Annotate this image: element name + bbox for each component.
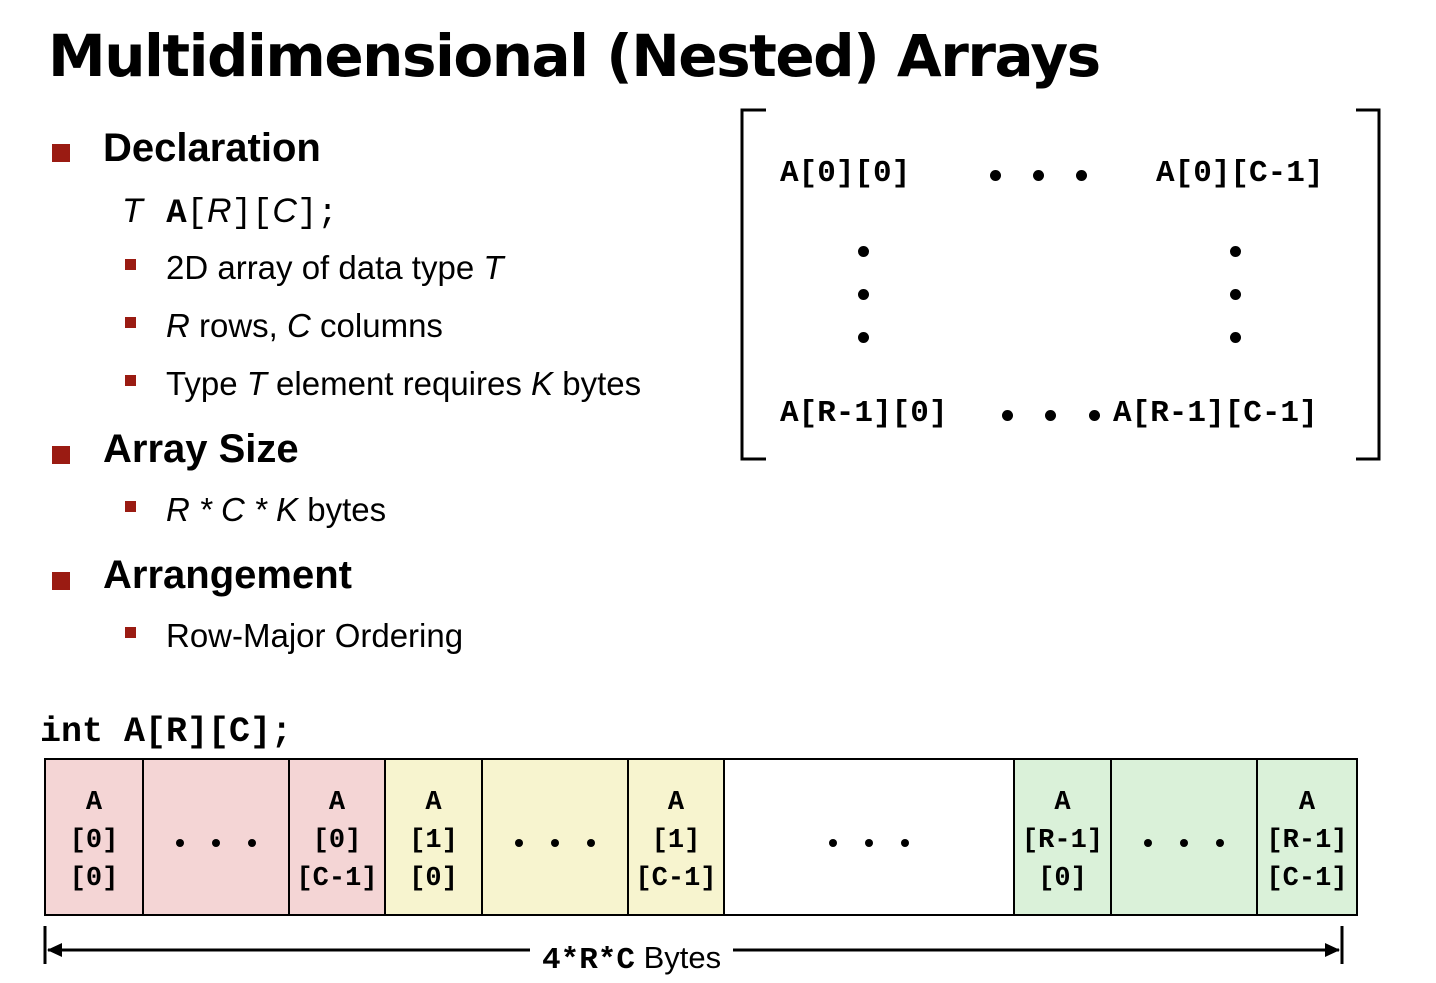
heading-array-size: Array Size [103,427,299,471]
strip-cell: A [0] [C-1] [288,758,386,916]
heading-declaration: Declaration [103,126,321,170]
matrix-cell-bottom-right: A[R-1][C-1] [1113,396,1318,431]
decl-type: T [122,192,143,230]
strip-ellipsis-cell [1110,758,1258,916]
strip-ellipsis-cell [481,758,629,916]
ellipsis-dot [901,838,909,847]
decl-close2: ]; [296,195,338,233]
ellipsis-dot [858,246,869,257]
ellipsis-dot [858,289,869,300]
strip-cell-label: A [0] [0] [69,788,119,894]
item-italic: K [531,365,554,402]
ellipsis-dot [865,838,873,847]
arrangement-item-1: Row-Major Ordering [166,617,464,654]
sub-bullet-square-icon [125,317,136,328]
ellipsis-dot [1230,246,1241,257]
item-text: rows, [189,307,288,344]
ellipsis-dot [1089,410,1100,421]
strip-cell: A [0] [0] [44,758,144,916]
item-text: columns [310,307,443,344]
c-declaration: int A[R][C]; [40,712,293,752]
item-italic: T [246,365,267,402]
strip-ellipsis-cell [723,758,1015,916]
ellipsis-dot [1230,332,1241,343]
strip-ellipsis-cell [142,758,290,916]
ellipsis-dot [551,838,559,847]
declaration-item-3: Type T element requires K bytes [166,365,641,403]
arrow-left-head-icon [47,943,62,957]
ellipsis-icon [1112,822,1256,859]
item-italic: C [287,307,311,344]
bullet-square-icon [52,572,70,590]
ellipsis-dot [1216,838,1224,847]
strip-cell-label: A [R-1] [C-1] [1266,788,1348,894]
matrix-diagram: A[0][0] A[0][C-1] A[R-1][0] A[R-1][C-1] [740,108,1382,462]
ellipsis-dot [1045,410,1056,421]
left-bracket [740,108,766,461]
sub-bullet-square-icon [125,627,136,638]
ellipsis-dot [176,838,184,847]
bullet-square-icon [52,446,70,464]
item-italic: R [166,307,190,344]
decl-close1: ] [231,195,253,233]
ellipsis-dot [858,332,869,343]
size-text: Bytes [635,940,722,975]
strip-cell: A [1] [C-1] [627,758,725,916]
strip-cell-label: A [R-1] [0] [1021,788,1103,894]
heading-arrangement: Arrangement [103,553,352,597]
size-label: 4*R*C Bytes [530,940,734,978]
item-text: bytes [298,491,387,528]
ellipsis-dot [212,838,220,847]
arrow-right-head-icon [1325,943,1340,957]
ellipsis-dot [990,170,1001,181]
item-italic: R * C * K [166,491,299,528]
declaration-item-2: R rows, C columns [166,307,443,345]
ellipsis-icon [483,822,627,859]
strip-cell-label: A [1] [0] [409,788,458,894]
size-code: 4*R*C [542,943,636,978]
ellipsis-dot [1076,170,1087,181]
array-size-item-1: R * C * K bytes [166,491,386,529]
ellipsis-dot [1180,838,1188,847]
ellipsis-dot [1002,410,1013,421]
declaration-item-1: 2D array of data type T [166,249,504,287]
matrix-cell-top-right: A[0][C-1] [1156,156,1324,191]
item-text: bytes [553,365,642,402]
ellipsis-dot [515,838,523,847]
matrix-cell-top-left: A[0][0] [780,156,911,191]
decl-open1: [ [186,195,208,233]
sub-bullet-square-icon [125,375,136,386]
ellipsis-icon [144,822,288,859]
declaration-code: T A[R][C]; [122,192,338,233]
item-text: element requires [266,365,532,402]
memory-layout-strip: A [0] [0] A [0] [C-1] A [1] [0] A [1] [C-1]… [44,758,1358,916]
decl-open2: [ [252,195,273,233]
strip-cell-label: A [1] [C-1] [635,788,717,894]
ellipsis-dot [248,838,256,847]
sub-bullet-square-icon [125,501,136,512]
strip-cell: A [R-1] [0] [1013,758,1112,916]
ellipsis-dot [1033,170,1044,181]
ellipsis-dot [1144,838,1152,847]
decl-rows: R [207,192,232,230]
ellipsis-dot [829,838,837,847]
ellipsis-icon [725,822,1013,859]
sub-bullet-square-icon [125,259,136,270]
ellipsis-dot [1230,289,1241,300]
item-text: 2D array of data type [166,249,484,286]
decl-name: A [166,195,187,233]
matrix-cell-bottom-left: A[R-1][0] [780,396,948,431]
item-text: Type [166,365,247,402]
bullet-square-icon [52,144,70,162]
strip-cell: A [1] [0] [384,758,483,916]
slide-title: Multidimensional (Nested) Arrays [48,22,1101,90]
right-bracket [1356,108,1381,461]
item-italic: T [483,249,504,286]
decl-cols: C [272,192,297,230]
strip-cell-label: A [0] [C-1] [296,788,378,894]
matrix-brackets [740,108,1381,461]
ellipsis-dot [587,838,595,847]
strip-cell: A [R-1] [C-1] [1256,758,1358,916]
